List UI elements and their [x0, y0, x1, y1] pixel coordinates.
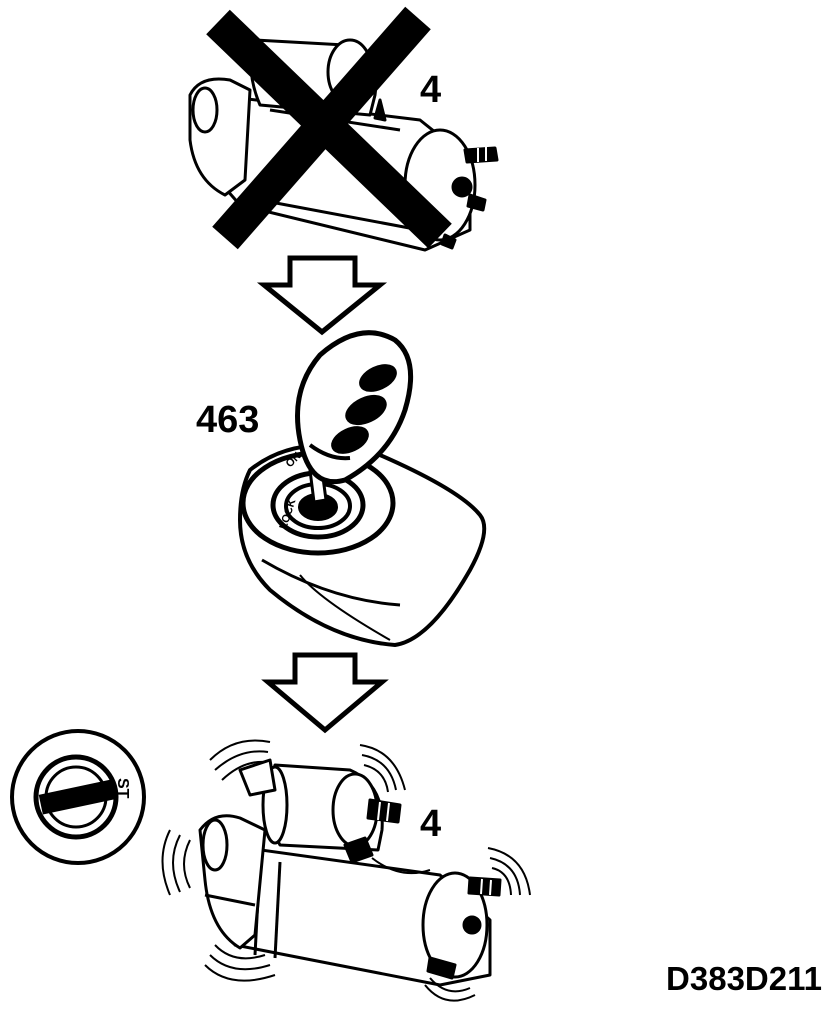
starter-motor-bottom — [198, 758, 502, 987]
down-arrow-2 — [261, 652, 389, 734]
prohibition-cross — [206, 6, 452, 250]
ignition-switch — [238, 443, 487, 647]
key-position-inset — [10, 729, 146, 865]
callout-starter-bottom: 4 — [420, 803, 441, 845]
callout-starter-top: 4 — [420, 69, 441, 111]
figure-code: D383D211 — [666, 960, 822, 997]
down-arrow-1 — [256, 255, 388, 336]
key-fob — [295, 330, 414, 504]
key-position-st-label: ST — [114, 778, 131, 799]
vibration-lines — [161, 739, 531, 1002]
callout-key: 463 — [196, 399, 259, 441]
